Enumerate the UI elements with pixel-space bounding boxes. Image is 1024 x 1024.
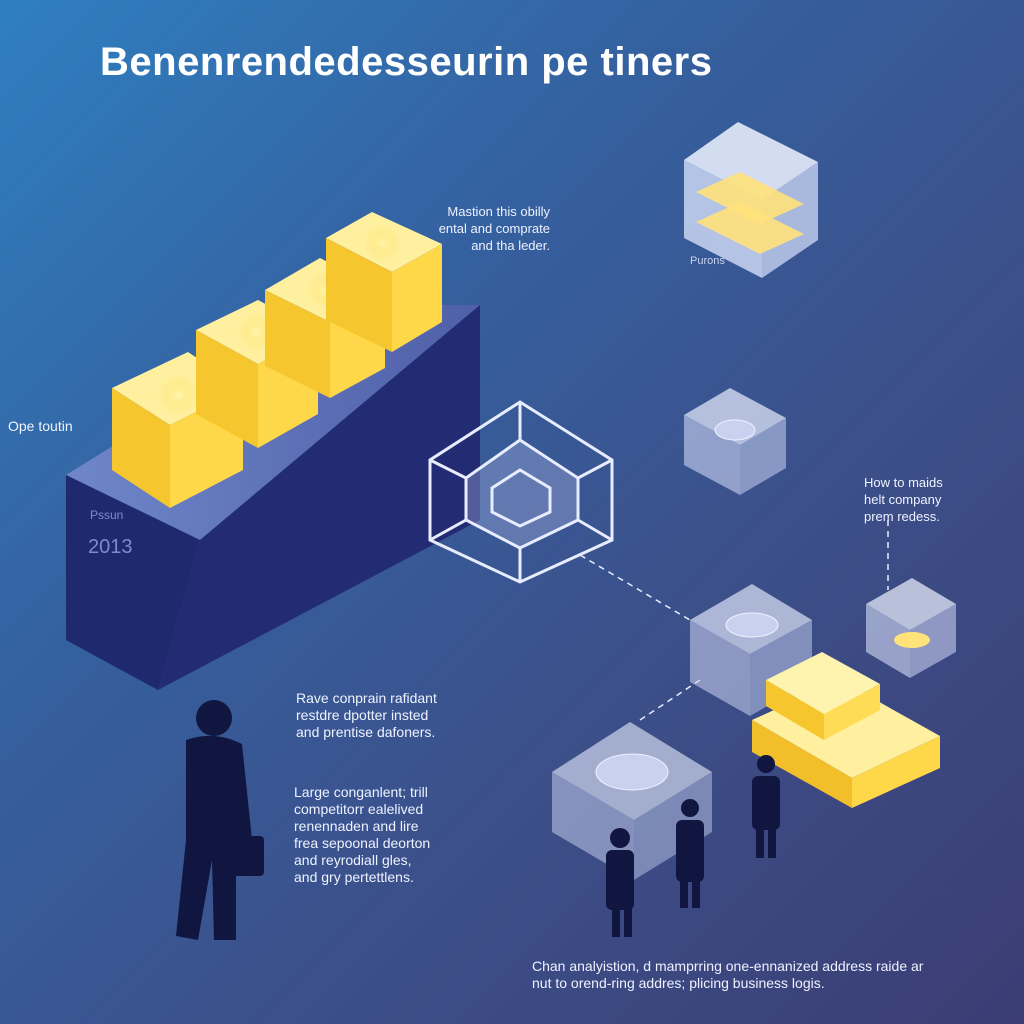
caption-right: How to maids helt company prem redess. <box>864 475 943 524</box>
pedestal-label: Pssun <box>90 508 124 522</box>
glass-cube-bottom <box>552 722 712 880</box>
top-cube-label: Purons <box>690 255 725 267</box>
businessman-silhouette <box>176 700 264 940</box>
glass-cube-small <box>684 388 786 495</box>
connector-lines <box>579 520 889 721</box>
caption-mid: Rave conprain rafidant restdre dpotter i… <box>296 690 437 740</box>
glass-cube-stacked <box>684 122 818 278</box>
caption-bottom: Chan analyistion, d mamprring one-ennani… <box>532 958 924 991</box>
gold-cube-4 <box>326 212 442 352</box>
caption-top: Mastion this obilly ental and comprate a… <box>438 204 550 253</box>
person-silhouette-2 <box>676 799 704 908</box>
gold-block-stack <box>752 652 940 808</box>
caption-lower: Large conganlent; trill competitorr eale… <box>294 784 431 885</box>
person-silhouette-3 <box>752 755 780 858</box>
glass-cube-center <box>690 584 812 716</box>
hexagon-node <box>428 400 614 584</box>
page-title: Benenrendedesseurin pe tiners <box>100 40 713 84</box>
person-silhouette-1 <box>606 828 634 937</box>
gold-cube-row <box>112 212 442 508</box>
left-label: Ope toutin <box>8 418 73 434</box>
pedestal-year: 2013 <box>88 536 133 558</box>
glass-cube-right <box>866 578 956 678</box>
